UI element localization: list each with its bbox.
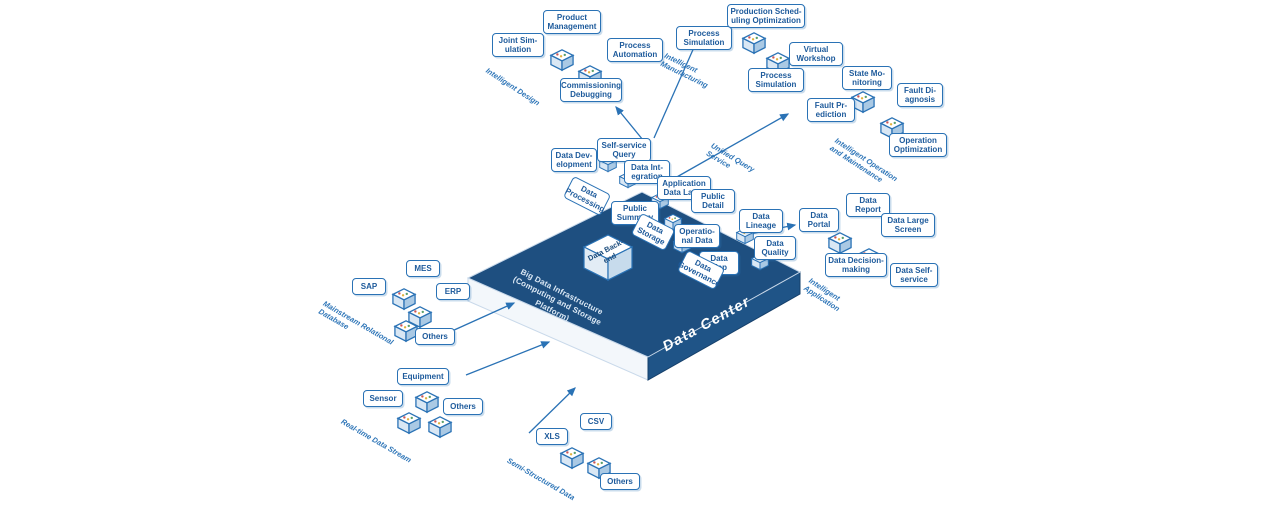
node-joint-simulation: Joint Sim-ulation: [492, 33, 544, 58]
node-data-report: Data Report: [846, 193, 890, 218]
node-equipment: Equipment: [397, 368, 449, 385]
arrow-platform-to-design: [615, 105, 644, 141]
node-production-scheduling-optimization: Production Sched-uling Optimization: [727, 4, 805, 29]
data-backend-cube: [582, 234, 634, 281]
arrow-unified-query: [667, 113, 790, 183]
node-virtual-workshop: Virtual Workshop: [789, 42, 843, 67]
node-data-self-service: Data Self-service: [890, 263, 938, 288]
flow-arrows: [451, 34, 797, 434]
node-product-management: Product Management: [543, 10, 601, 35]
node-data-portal: Data Portal: [799, 208, 839, 233]
node-fault-diagnosis: Fault Di-agnosis: [897, 83, 943, 108]
node-others-realtime: Others: [443, 398, 483, 415]
arrow-realtime-to-platform: [465, 341, 551, 376]
node-process-automation: Process Automation: [607, 38, 663, 63]
cube-icon: [742, 32, 766, 54]
node-process-simulation-2: Process Simulation: [748, 68, 804, 93]
arrow-relational-db-to-platform: [451, 302, 516, 332]
cube-icon: [560, 447, 584, 469]
node-process-simulation-1: Process Simulation: [676, 26, 732, 51]
cube-icon: [851, 91, 875, 113]
arrow-platform-to-manufacturing: [653, 34, 700, 139]
node-sap: SAP: [352, 278, 386, 295]
node-data-decision-making: Data Decision-making: [825, 253, 887, 278]
node-data-large-screen: Data Large Screen: [881, 213, 935, 238]
cube-icon: [428, 416, 452, 438]
node-data-lineage: Data Lineage: [739, 209, 783, 234]
cube-icon: [550, 49, 574, 71]
cube-icon: [392, 288, 416, 310]
node-mes: MES: [406, 260, 440, 277]
node-fault-prediction: Fault Pr-ediction: [807, 98, 855, 123]
node-others-semi: Others: [600, 473, 640, 490]
node-operation-optimization: Operation Optimization: [889, 133, 947, 158]
cube-icon: [828, 232, 852, 254]
node-state-monitoring: State Mo-nitoring: [842, 66, 892, 91]
arrow-semistructured-to-platform: [528, 387, 576, 434]
node-commissioning-debugging: Commissioning Debugging: [560, 78, 622, 103]
node-csv: CSV: [580, 413, 612, 430]
node-data-development: Data Dev-elopment: [551, 148, 597, 173]
node-operational-data: Operatio-nal Data: [674, 224, 720, 249]
node-self-service-query: Self-service Query: [597, 138, 651, 163]
node-public-detail: Public Detail: [691, 189, 735, 214]
node-others-db: Others: [415, 328, 455, 345]
cube-icon: [415, 391, 439, 413]
cube-icon: [397, 412, 421, 434]
node-data-quality: Data Quality: [754, 236, 796, 261]
node-sensor: Sensor: [363, 390, 403, 407]
node-xls: XLS: [536, 428, 568, 445]
node-erp: ERP: [436, 283, 470, 300]
